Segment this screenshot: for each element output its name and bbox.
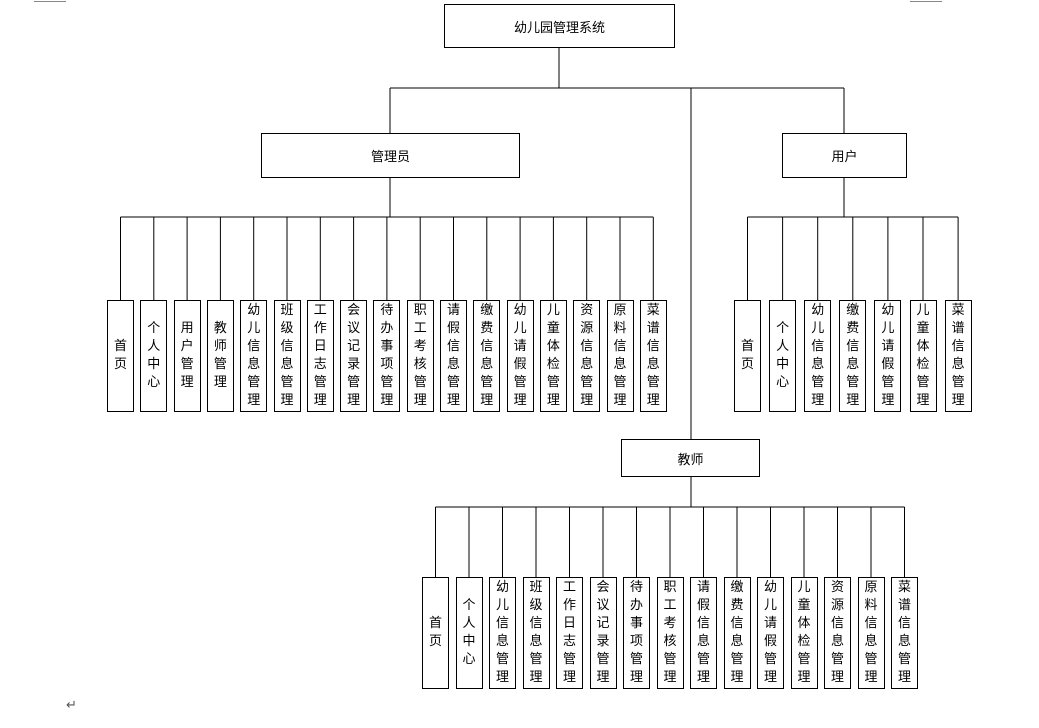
teacher-leaf-node: 请假信息管理: [690, 577, 717, 689]
admin-leaf-label: 幼儿信息管理: [247, 303, 261, 408]
user-leaf-label: 幼儿信息管理: [811, 303, 825, 408]
teacher-leaf-label: 请假信息管理: [697, 580, 711, 685]
admin-leaf-label: 教师管理: [213, 321, 227, 390]
user-leaf-node: 儿童体检管理: [909, 300, 937, 412]
teacher-leaf-label: 幼儿信息管理: [496, 580, 510, 685]
teacher-leaf-label: 待办事项管理: [630, 580, 644, 685]
user-leaf-label: 首页: [741, 339, 755, 372]
teacher-leaf-node: 首页: [422, 577, 449, 689]
teacher-leaf-node: 待办事项管理: [623, 577, 650, 689]
admin-leaf-label: 儿童体检管理: [546, 303, 560, 408]
admin-leaf-label: 工作日志管理: [313, 303, 327, 408]
admin-leaf-node: 个人中心: [140, 300, 168, 412]
admin-leaf-node: 资源信息管理: [573, 300, 601, 412]
teacher-leaf-label: 班级信息管理: [529, 580, 543, 685]
admin-leaf-label: 资源信息管理: [580, 303, 594, 408]
admin-leaf-label: 职工考核管理: [413, 303, 427, 408]
admin-leaf-node: 缴费信息管理: [473, 300, 501, 412]
admin-leaf-label: 用户管理: [180, 321, 194, 390]
teacher-leaf-node: 缴费信息管理: [723, 577, 751, 689]
admin-leaf-node: 菜谱信息管理: [639, 300, 667, 412]
admin-leaf-label: 请假信息管理: [447, 303, 461, 408]
admin-leaf-label: 班级信息管理: [280, 303, 294, 408]
admin-leaf-node: 原料信息管理: [606, 300, 634, 412]
teacher-leaf-node: 儿童体检管理: [790, 577, 818, 689]
teacher-leaf-node: 会议记录管理: [589, 577, 617, 689]
teacher-leaf-label: 原料信息管理: [864, 580, 878, 685]
admin-leaf-node: 会议记录管理: [340, 300, 368, 412]
teacher-leaf-node: 资源信息管理: [824, 577, 851, 689]
admin-leaf-node: 首页: [107, 300, 134, 412]
admin-leaf-label: 菜谱信息管理: [646, 303, 660, 408]
user-leaf-node: 幼儿信息管理: [804, 300, 832, 412]
teacher-leaf-label: 会议记录管理: [596, 580, 610, 685]
admin-leaf-node: 儿童体检管理: [539, 300, 567, 412]
teacher-leaf-label: 幼儿请假管理: [764, 580, 778, 685]
teacher-leaf-node: 幼儿信息管理: [489, 577, 516, 689]
page-corner-mark-left: [34, 1, 66, 2]
teacher-leaf-node: 班级信息管理: [522, 577, 550, 689]
admin-leaf-label: 待办事项管理: [380, 303, 394, 408]
teacher-leaf-label: 缴费信息管理: [730, 580, 744, 685]
admin-leaf-node: 待办事项管理: [373, 300, 401, 412]
admin-leaf-node: 工作日志管理: [306, 300, 334, 412]
admin-leaf-node: 用户管理: [173, 300, 201, 412]
teacher-leaf-label: 职工考核管理: [663, 580, 677, 685]
teacher-leaf-node: 幼儿请假管理: [757, 577, 784, 689]
teacher-leaf-label: 菜谱信息管理: [898, 580, 912, 685]
user-node: 用户: [782, 133, 907, 178]
admin-leaf-label: 首页: [114, 339, 128, 372]
user-leaf-node: 菜谱信息管理: [944, 300, 972, 412]
teacher-leaf-node: 原料信息管理: [857, 577, 885, 689]
user-leaf-label: 菜谱信息管理: [951, 303, 965, 408]
admin-leaf-label: 个人中心: [147, 321, 161, 390]
user-leaf-label: 缴费信息管理: [846, 303, 860, 408]
admin-leaf-node: 教师管理: [206, 300, 234, 412]
admin-node: 管理员: [261, 133, 520, 178]
user-leaf-label: 幼儿请假管理: [881, 303, 895, 408]
user-leaf-node: 首页: [734, 300, 761, 412]
teacher-leaf-node: 菜谱信息管理: [891, 577, 918, 689]
teacher-leaf-node: 个人中心: [455, 577, 483, 689]
admin-leaf-node: 职工考核管理: [406, 300, 434, 412]
admin-leaf-node: 班级信息管理: [273, 300, 301, 412]
root-node: 幼儿园管理系统: [444, 4, 675, 48]
page-corner-mark-right: [910, 1, 942, 2]
teacher-node: 教师: [621, 439, 760, 477]
teacher-leaf-node: 职工考核管理: [656, 577, 684, 689]
user-leaf-node: 缴费信息管理: [839, 300, 867, 412]
user-leaf-label: 儿童体检管理: [916, 303, 930, 408]
admin-leaf-node: 请假信息管理: [440, 300, 467, 412]
paragraph-return-mark: ↵: [66, 698, 77, 713]
teacher-leaf-label: 工作日志管理: [563, 580, 577, 685]
teacher-leaf-label: 首页: [429, 616, 443, 649]
user-leaf-node: 个人中心: [769, 300, 797, 412]
admin-leaf-node: 幼儿信息管理: [240, 300, 268, 412]
admin-leaf-label: 幼儿请假管理: [513, 303, 527, 408]
teacher-leaf-label: 资源信息管理: [831, 580, 845, 685]
teacher-leaf-label: 个人中心: [462, 598, 476, 667]
user-leaf-node: 幼儿请假管理: [874, 300, 902, 412]
user-leaf-label: 个人中心: [776, 321, 790, 390]
admin-leaf-label: 缴费信息管理: [480, 303, 494, 408]
teacher-leaf-node: 工作日志管理: [556, 577, 583, 689]
admin-leaf-label: 原料信息管理: [613, 303, 627, 408]
admin-leaf-label: 会议记录管理: [347, 303, 361, 408]
admin-leaf-node: 幼儿请假管理: [506, 300, 534, 412]
teacher-leaf-label: 儿童体检管理: [797, 580, 811, 685]
